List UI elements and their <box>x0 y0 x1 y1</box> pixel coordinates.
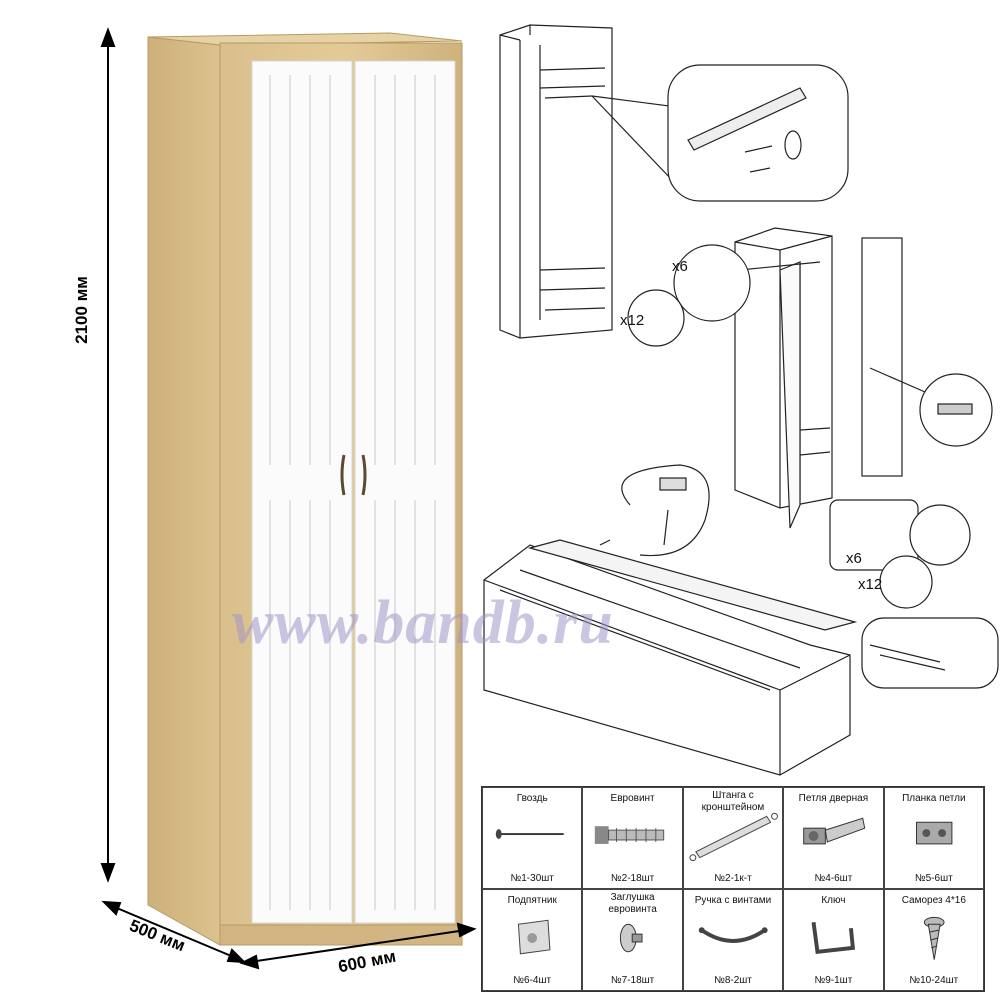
part-qty: №2-18шт <box>610 873 655 884</box>
handle-icon <box>698 927 768 943</box>
part-name: Штанга с кронштейном <box>701 790 765 813</box>
part-cell-foot-pad: Подпятник №6-4шт <box>482 889 583 991</box>
part-name: Саморез 4*16 <box>901 895 966 906</box>
part-qty: №8-2шт <box>714 975 752 986</box>
part-cell-cap: Заглушка евровинта №7-18шт <box>582 889 683 991</box>
part-name: Заглушка евровинта <box>608 892 657 915</box>
part-cell-handle: Ручка с винтами №8-2шт <box>682 889 784 991</box>
part-cell-hinge-plate: Планка петли №5-6шт <box>883 787 984 889</box>
part-name: Ключ <box>821 895 846 906</box>
nail-icon <box>495 829 564 839</box>
part-qty: №7-18шт <box>610 975 655 986</box>
part-qty: №4-6шт <box>814 873 853 884</box>
cap-icon <box>620 923 643 953</box>
part-name: Подпятник <box>507 895 557 906</box>
watermark: www.bandb.ru <box>232 589 614 657</box>
hinge-count-label: x6 <box>672 258 688 275</box>
part-cell-key: Ключ №9-1шт <box>783 889 884 991</box>
part-cell-euroscrew: Евровинт №2-18шт <box>582 787 683 889</box>
part-cell-rod: Штанга с кронштейном №2-1к-т <box>682 787 784 889</box>
part-qty: №1-30шт <box>510 873 554 884</box>
part-name: Планка петли <box>902 793 966 804</box>
assembly-diagrams <box>483 24 999 776</box>
hinge-icon <box>803 817 866 845</box>
screw-icon <box>923 916 945 960</box>
part-name: Ручка с винтами <box>694 895 772 906</box>
part-qty: №9-1шт <box>814 975 853 986</box>
foot-pad-icon <box>517 919 551 955</box>
screw-count-label: x12 <box>620 312 645 329</box>
part-name: Евровинт <box>610 793 655 804</box>
part-qty: №2-1к-т <box>714 873 752 884</box>
height-dimension-label: 2100 мм <box>71 276 91 344</box>
part-name: Петля дверная <box>798 793 869 804</box>
part-qty: №10-24шт <box>909 975 959 986</box>
hinge-count-label-2: x6 <box>846 550 862 567</box>
key-icon <box>811 922 856 954</box>
part-qty: №6-4шт <box>513 975 552 986</box>
part-cell-hinge: Петля дверная №4-6шт <box>783 787 884 889</box>
rod-icon <box>689 812 778 862</box>
part-cell-screw: Саморез 4*16 №10-24шт <box>883 889 984 991</box>
screw-count-label-2: x12 <box>858 576 883 593</box>
parts-table: Гвоздь №1-30шт Евровинт №2-18шт Штанга с… <box>481 786 985 992</box>
part-qty: №5-6шт <box>914 873 953 884</box>
hinge-plate-icon <box>915 821 953 845</box>
part-name: Гвоздь <box>516 793 548 804</box>
part-cell-nail: Гвоздь №1-30шт <box>482 787 583 889</box>
euroscrew-icon <box>595 826 665 844</box>
